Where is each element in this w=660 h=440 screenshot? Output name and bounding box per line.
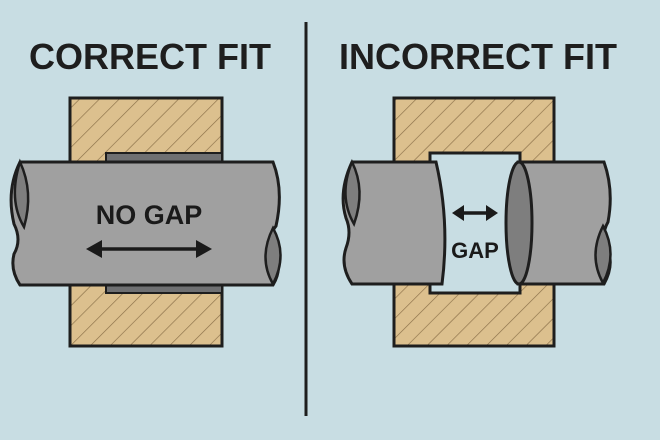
incorrect-fit-panel: INCORRECT FIT GAP (339, 36, 617, 348)
double-arrow-icon (86, 240, 212, 258)
shaft-right-face (504, 160, 534, 286)
shaft-left-end (344, 158, 361, 227)
incorrect-fit-title: INCORRECT FIT (339, 36, 617, 77)
double-arrow-icon (452, 205, 498, 221)
correct-fit-panel: CORRECT FIT NO GAP (9, 36, 282, 348)
shaft-left-piece (341, 160, 447, 286)
shaft-left-end (13, 158, 30, 231)
correct-fit-title: CORRECT FIT (29, 36, 271, 77)
shaft-right-end (594, 223, 612, 286)
gap-label: GAP (451, 238, 499, 263)
no-gap-label: NO GAP (96, 200, 203, 230)
shaft-right-end (264, 225, 282, 287)
